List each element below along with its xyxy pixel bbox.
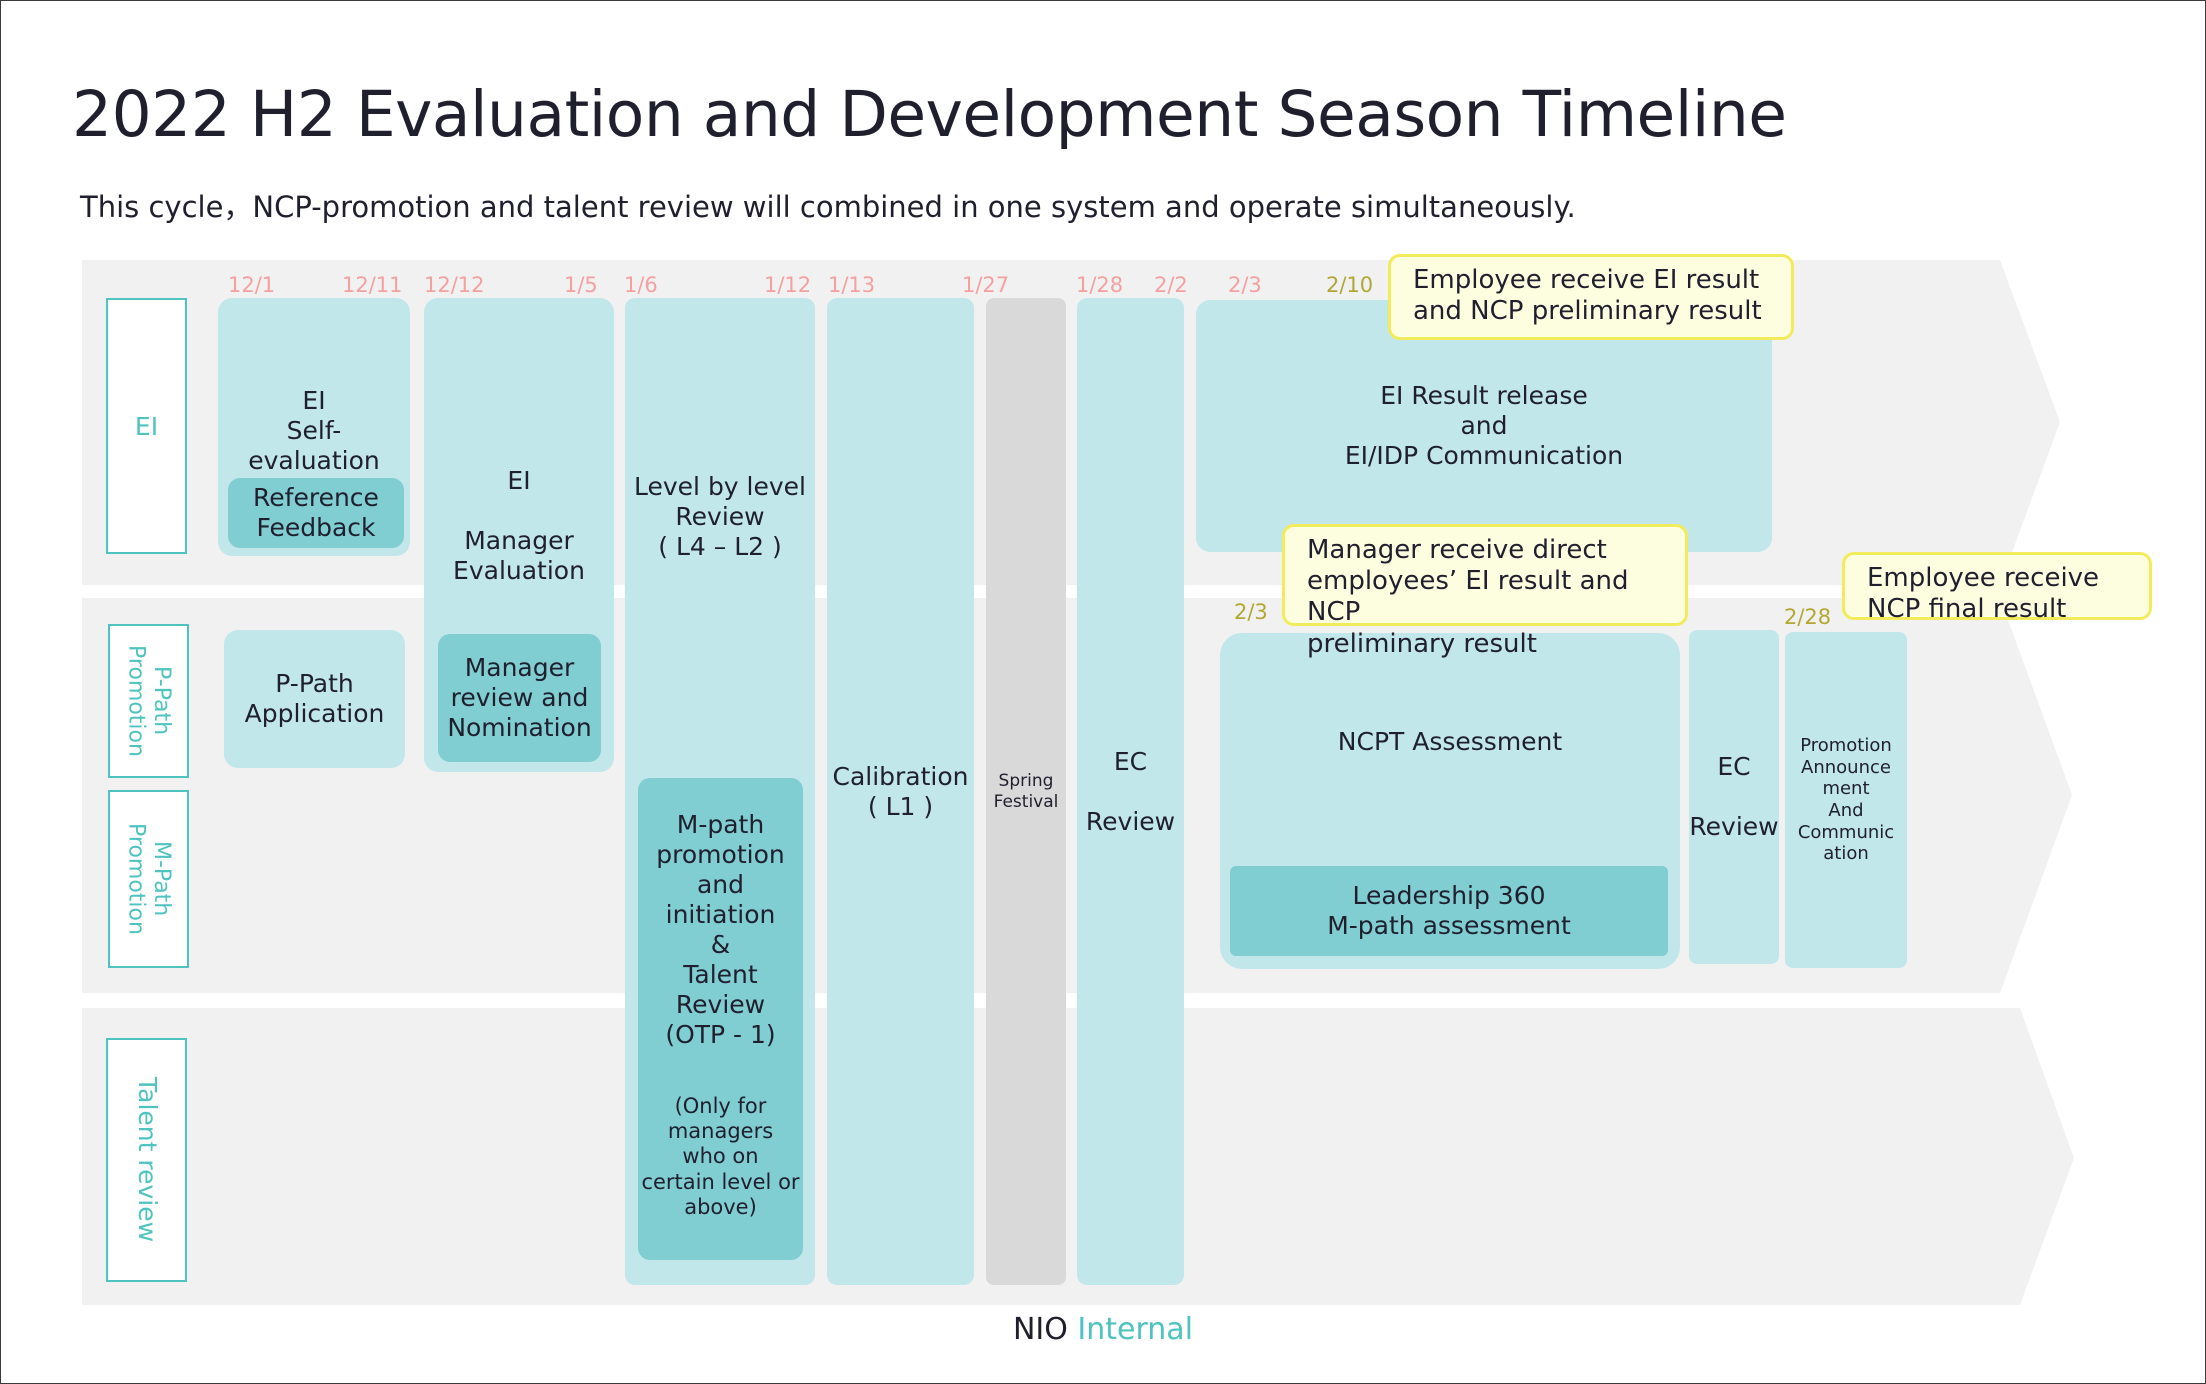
leadership-360-box: Leadership 360 M-path assessment xyxy=(1230,866,1668,956)
manager-review-nomination-box: Manager review and Nomination xyxy=(438,634,601,762)
ppath-application-box: P-Path Application xyxy=(224,630,405,768)
lane-label-ei: EI xyxy=(106,298,187,554)
mpath-talent-review-box: M-path promotion and initiation & Talent… xyxy=(638,778,803,1260)
ec-review-text-1: EC Review xyxy=(1085,746,1176,836)
callout-employee-ncp-final: Employee receive NCP final result xyxy=(1842,552,2152,624)
lane-label-talent-text: Talent review xyxy=(132,1077,162,1243)
date-label: 1/27 xyxy=(962,273,1010,297)
date-label: 2/10 xyxy=(1326,273,1374,297)
level-review-text: Level by level Review ( L4 – L2 ) xyxy=(634,472,806,561)
date-label: 1/6 xyxy=(624,273,658,297)
ec-review-box-1: EC Review xyxy=(1077,298,1184,1285)
ei-self-evaluation-text: EI Self- evaluation xyxy=(248,386,380,475)
page-subtitle: This cycle，NCP-promotion and talent revi… xyxy=(80,190,1576,224)
ei-result-release-box: EI Result release and EI/IDP Communicati… xyxy=(1196,300,1772,552)
promotion-announcement-text: Promotion Announce ment And Communic ati… xyxy=(1797,735,1895,865)
lane-label-mpath-text: M-Path Promotion xyxy=(123,823,174,935)
mpath-talent-review-text: M-path promotion and initiation & Talent… xyxy=(656,810,785,1049)
footer-brand: NIO xyxy=(1012,1312,1068,1347)
spring-festival-text: Spring Festival xyxy=(993,771,1059,812)
spring-festival-box: Spring Festival xyxy=(986,298,1066,1285)
reference-feedback-box: Reference Feedback xyxy=(228,478,404,548)
lane-label-mpath: M-Path Promotion xyxy=(108,790,189,968)
date-label: 2/3 xyxy=(1234,600,1268,624)
calibration-text: Calibration ( L1 ) xyxy=(832,761,969,821)
lane-label-ei-text: EI xyxy=(134,411,159,441)
ec-review-box-2: EC Review xyxy=(1689,630,1779,964)
callout-employee-ei-result: Employee receive EI result and NCP preli… xyxy=(1388,254,1794,340)
date-label: 2/2 xyxy=(1154,273,1188,297)
ei-manager-evaluation-text: EI Manager Evaluation xyxy=(453,466,585,585)
date-label: 12/12 xyxy=(424,273,485,297)
footer-label: Internal xyxy=(1077,1312,1194,1347)
ei-result-release-text: EI Result release and EI/IDP Communicati… xyxy=(1344,381,1624,470)
page-title: 2022 H2 Evaluation and Development Seaso… xyxy=(72,78,1787,151)
date-label: 1/13 xyxy=(828,273,876,297)
date-label: 1/12 xyxy=(764,273,812,297)
date-label: 2/28 xyxy=(1784,605,1832,629)
date-label: 2/3 xyxy=(1228,273,1262,297)
lane-label-talent: Talent review xyxy=(106,1038,187,1282)
date-label: 1/5 xyxy=(564,273,598,297)
ec-review-text-2: EC Review xyxy=(1689,752,1779,841)
reference-feedback-text: Reference Feedback xyxy=(253,483,379,542)
footer: NIO Internal xyxy=(0,1312,2206,1347)
date-label: 12/1 xyxy=(228,273,276,297)
calibration-box: Calibration ( L1 ) xyxy=(827,298,974,1285)
manager-review-nomination-text: Manager review and Nomination xyxy=(447,653,592,742)
date-label: 12/11 xyxy=(342,273,403,297)
lane-label-ppath: P-Path Promotion xyxy=(108,624,189,778)
promotion-announcement-box: Promotion Announce ment And Communic ati… xyxy=(1785,632,1907,968)
ncpt-assessment-text: NCPT Assessment xyxy=(1337,727,1563,756)
mpath-note-text: (Only for managers who on certain level … xyxy=(641,1094,800,1219)
lane-label-ppath-text: P-Path Promotion xyxy=(123,645,174,757)
date-label: 1/28 xyxy=(1076,273,1124,297)
ppath-application-text: P-Path Application xyxy=(244,669,385,728)
callout-manager-receive: Manager receive direct employees’ EI res… xyxy=(1282,524,1688,659)
leadership-360-text: Leadership 360 M-path assessment xyxy=(1327,881,1571,940)
